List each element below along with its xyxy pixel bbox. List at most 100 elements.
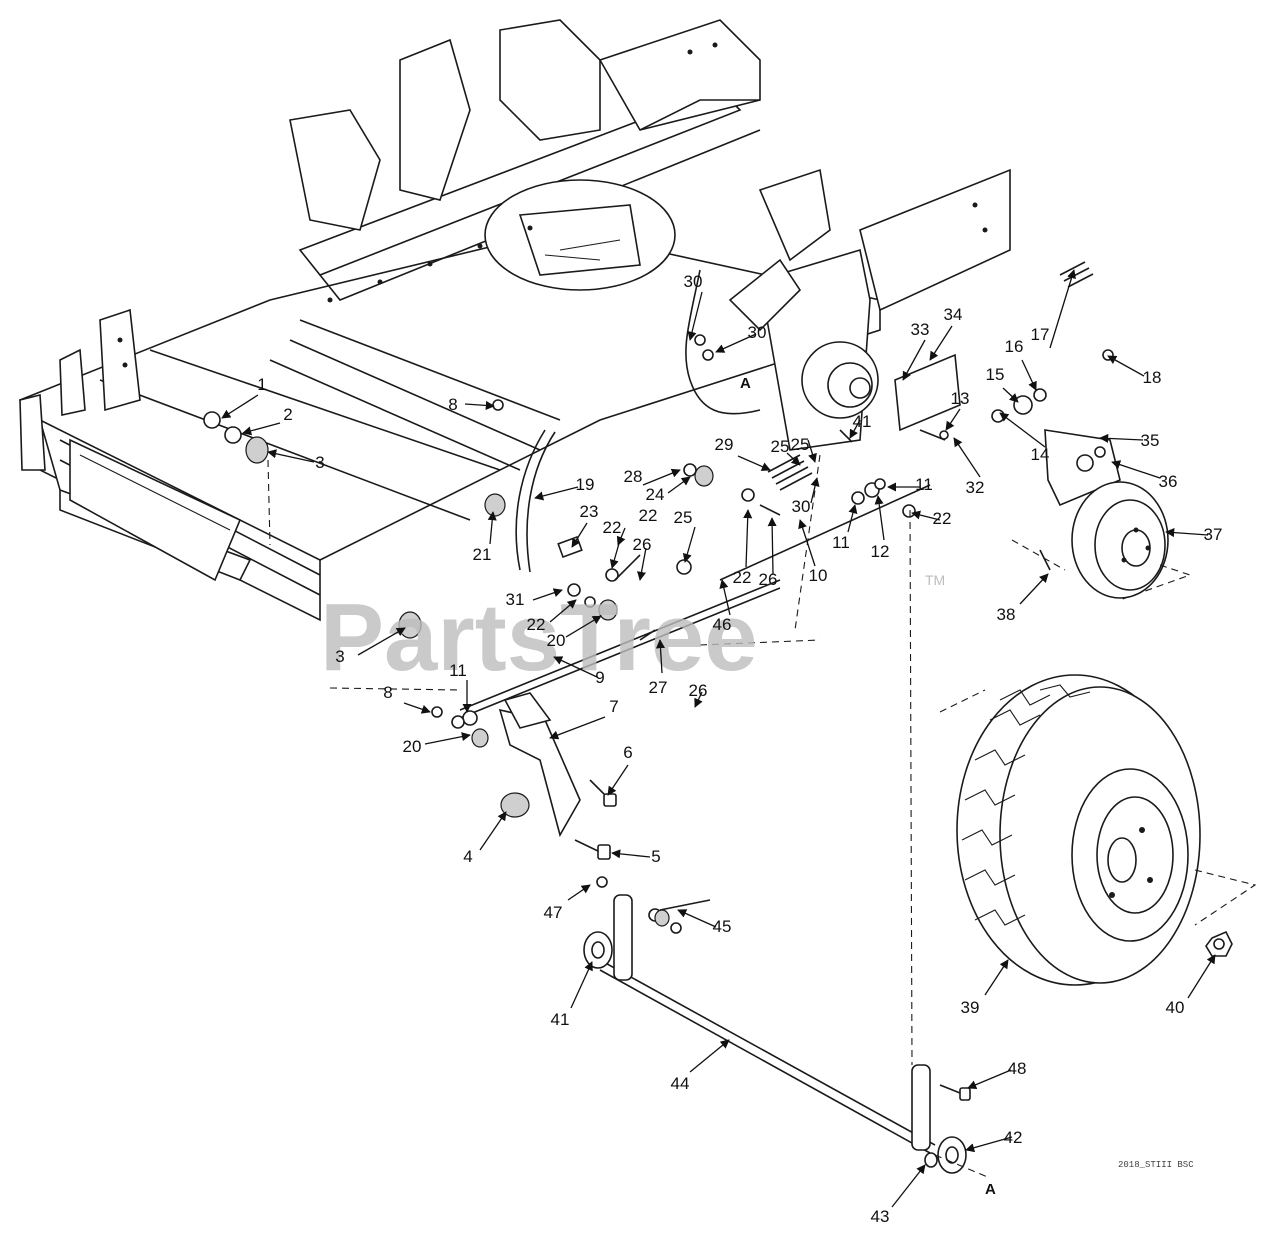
callout-arrow-6 <box>607 764 629 796</box>
callout-label-7: 7 <box>609 697 618 716</box>
callout-label-37: 37 <box>1204 525 1223 544</box>
callout-arrow-25 <box>682 526 696 563</box>
callout-label-38: 38 <box>997 605 1016 624</box>
callout-label-44: 44 <box>671 1074 690 1093</box>
callout-label-27: 27 <box>649 678 668 697</box>
callout-arrow-9 <box>553 656 598 678</box>
callout-arrow-34 <box>929 325 953 361</box>
callout-label-23: 23 <box>580 502 599 521</box>
callout-label-42: 42 <box>1004 1128 1023 1147</box>
callout-label-2: 2 <box>283 405 292 424</box>
callout-arrow-13 <box>945 408 961 431</box>
callout-label-11: 11 <box>915 475 933 494</box>
callout-label-35: 35 <box>1141 431 1160 450</box>
callout-label-24: 24 <box>646 485 665 504</box>
callout-arrow-38 <box>1019 573 1049 605</box>
callout-label-32: 32 <box>966 478 985 497</box>
callout-label-9: 9 <box>595 668 604 687</box>
watermark-brand: PartsTree <box>320 584 758 691</box>
callout-label-15: 15 <box>986 365 1005 384</box>
callout-arrow-22 <box>609 539 621 569</box>
callout-label-28: 28 <box>624 467 643 486</box>
watermark-trademark: TM <box>925 572 945 588</box>
callout-arrow-30 <box>715 333 757 353</box>
callout-arrow-1 <box>221 394 259 419</box>
callout-arrow-11 <box>847 504 858 533</box>
callout-label-6: 6 <box>623 743 632 762</box>
callout-label-10: 10 <box>809 566 828 585</box>
callout-arrow-48 <box>967 1069 1012 1090</box>
callout-arrow-14 <box>999 412 1046 448</box>
callout-label-16: 16 <box>1005 337 1024 356</box>
callout-label-25: 25 <box>771 437 790 456</box>
callout-label-1: 1 <box>257 375 266 394</box>
callout-arrow-19 <box>534 486 579 501</box>
callout-label-26: 26 <box>633 535 652 554</box>
callout-label-30: 30 <box>792 497 811 516</box>
callout-label-11: 11 <box>449 661 467 680</box>
drawing-code: 2018_STIII BSC <box>1118 1160 1194 1170</box>
callout-label-4: 4 <box>463 847 472 866</box>
callout-arrow-46 <box>719 579 731 616</box>
callout-label-31: 31 <box>506 590 525 609</box>
callout-label-12: 12 <box>871 542 890 561</box>
callout-arrow-26 <box>767 517 777 575</box>
chassis-frame <box>19 19 1011 622</box>
reference-marker-a: A <box>985 1181 996 1198</box>
callout-label-30: 30 <box>684 272 703 291</box>
callout-label-11: 11 <box>832 533 850 552</box>
callout-arrow-42 <box>965 1136 1013 1153</box>
callout-arrow-31 <box>532 588 563 601</box>
callout-arrow-32 <box>953 437 981 478</box>
reference-marker-a: A <box>740 375 751 392</box>
callout-label-47: 47 <box>544 903 563 922</box>
callout-arrow-26 <box>637 547 647 581</box>
callout-arrow-2 <box>242 422 281 436</box>
callout-label-46: 46 <box>713 615 732 634</box>
callout-label-20: 20 <box>547 631 566 650</box>
callout-arrow-5 <box>611 849 651 859</box>
callout-arrow-27 <box>655 639 666 674</box>
callout-arrow-7 <box>549 716 606 740</box>
callout-label-18: 18 <box>1143 368 1162 387</box>
callout-label-48: 48 <box>1008 1059 1027 1078</box>
callout-label-22: 22 <box>933 509 952 528</box>
callout-label-19: 19 <box>576 475 595 494</box>
callout-arrow-4 <box>479 811 507 851</box>
callout-label-22: 22 <box>733 568 752 587</box>
callout-arrow-39 <box>984 959 1009 996</box>
callout-arrow-17 <box>1049 269 1076 349</box>
callout-arrow-23 <box>571 522 588 548</box>
callout-arrow-41 <box>570 961 593 1009</box>
callout-label-14: 14 <box>1031 445 1050 464</box>
callout-arrow-8 <box>464 400 495 410</box>
callout-arrow-36 <box>1111 460 1161 479</box>
callout-label-39: 39 <box>961 998 980 1017</box>
callout-arrow-20 <box>424 732 471 745</box>
callout-label-3: 3 <box>335 647 344 666</box>
callout-label-33: 33 <box>911 320 930 339</box>
callout-label-22: 22 <box>527 615 546 634</box>
callout-label-45: 45 <box>713 917 732 936</box>
callout-arrow-25 <box>786 452 801 466</box>
callout-label-25: 25 <box>791 435 810 454</box>
callout-arrow-3 <box>267 449 315 463</box>
callout-arrow-29 <box>737 455 771 471</box>
callout-label-21: 21 <box>473 545 492 564</box>
callout-label-26: 26 <box>689 681 708 700</box>
callout-arrow-25 <box>807 439 817 463</box>
callout-arrow-3 <box>357 627 406 656</box>
callout-label-34: 34 <box>944 305 963 324</box>
callout-arrow-41 <box>849 419 861 439</box>
callout-label-22: 22 <box>603 518 622 537</box>
callout-arrow-43 <box>891 1164 926 1208</box>
callout-arrow-37 <box>1165 528 1209 538</box>
callout-arrow-22 <box>743 509 753 568</box>
callout-leaders <box>221 269 1216 1208</box>
callout-arrow-40 <box>1187 954 1216 999</box>
rear-tire <box>956 674 1233 986</box>
callout-label-29: 29 <box>715 435 734 454</box>
callout-label-13: 13 <box>951 389 970 408</box>
